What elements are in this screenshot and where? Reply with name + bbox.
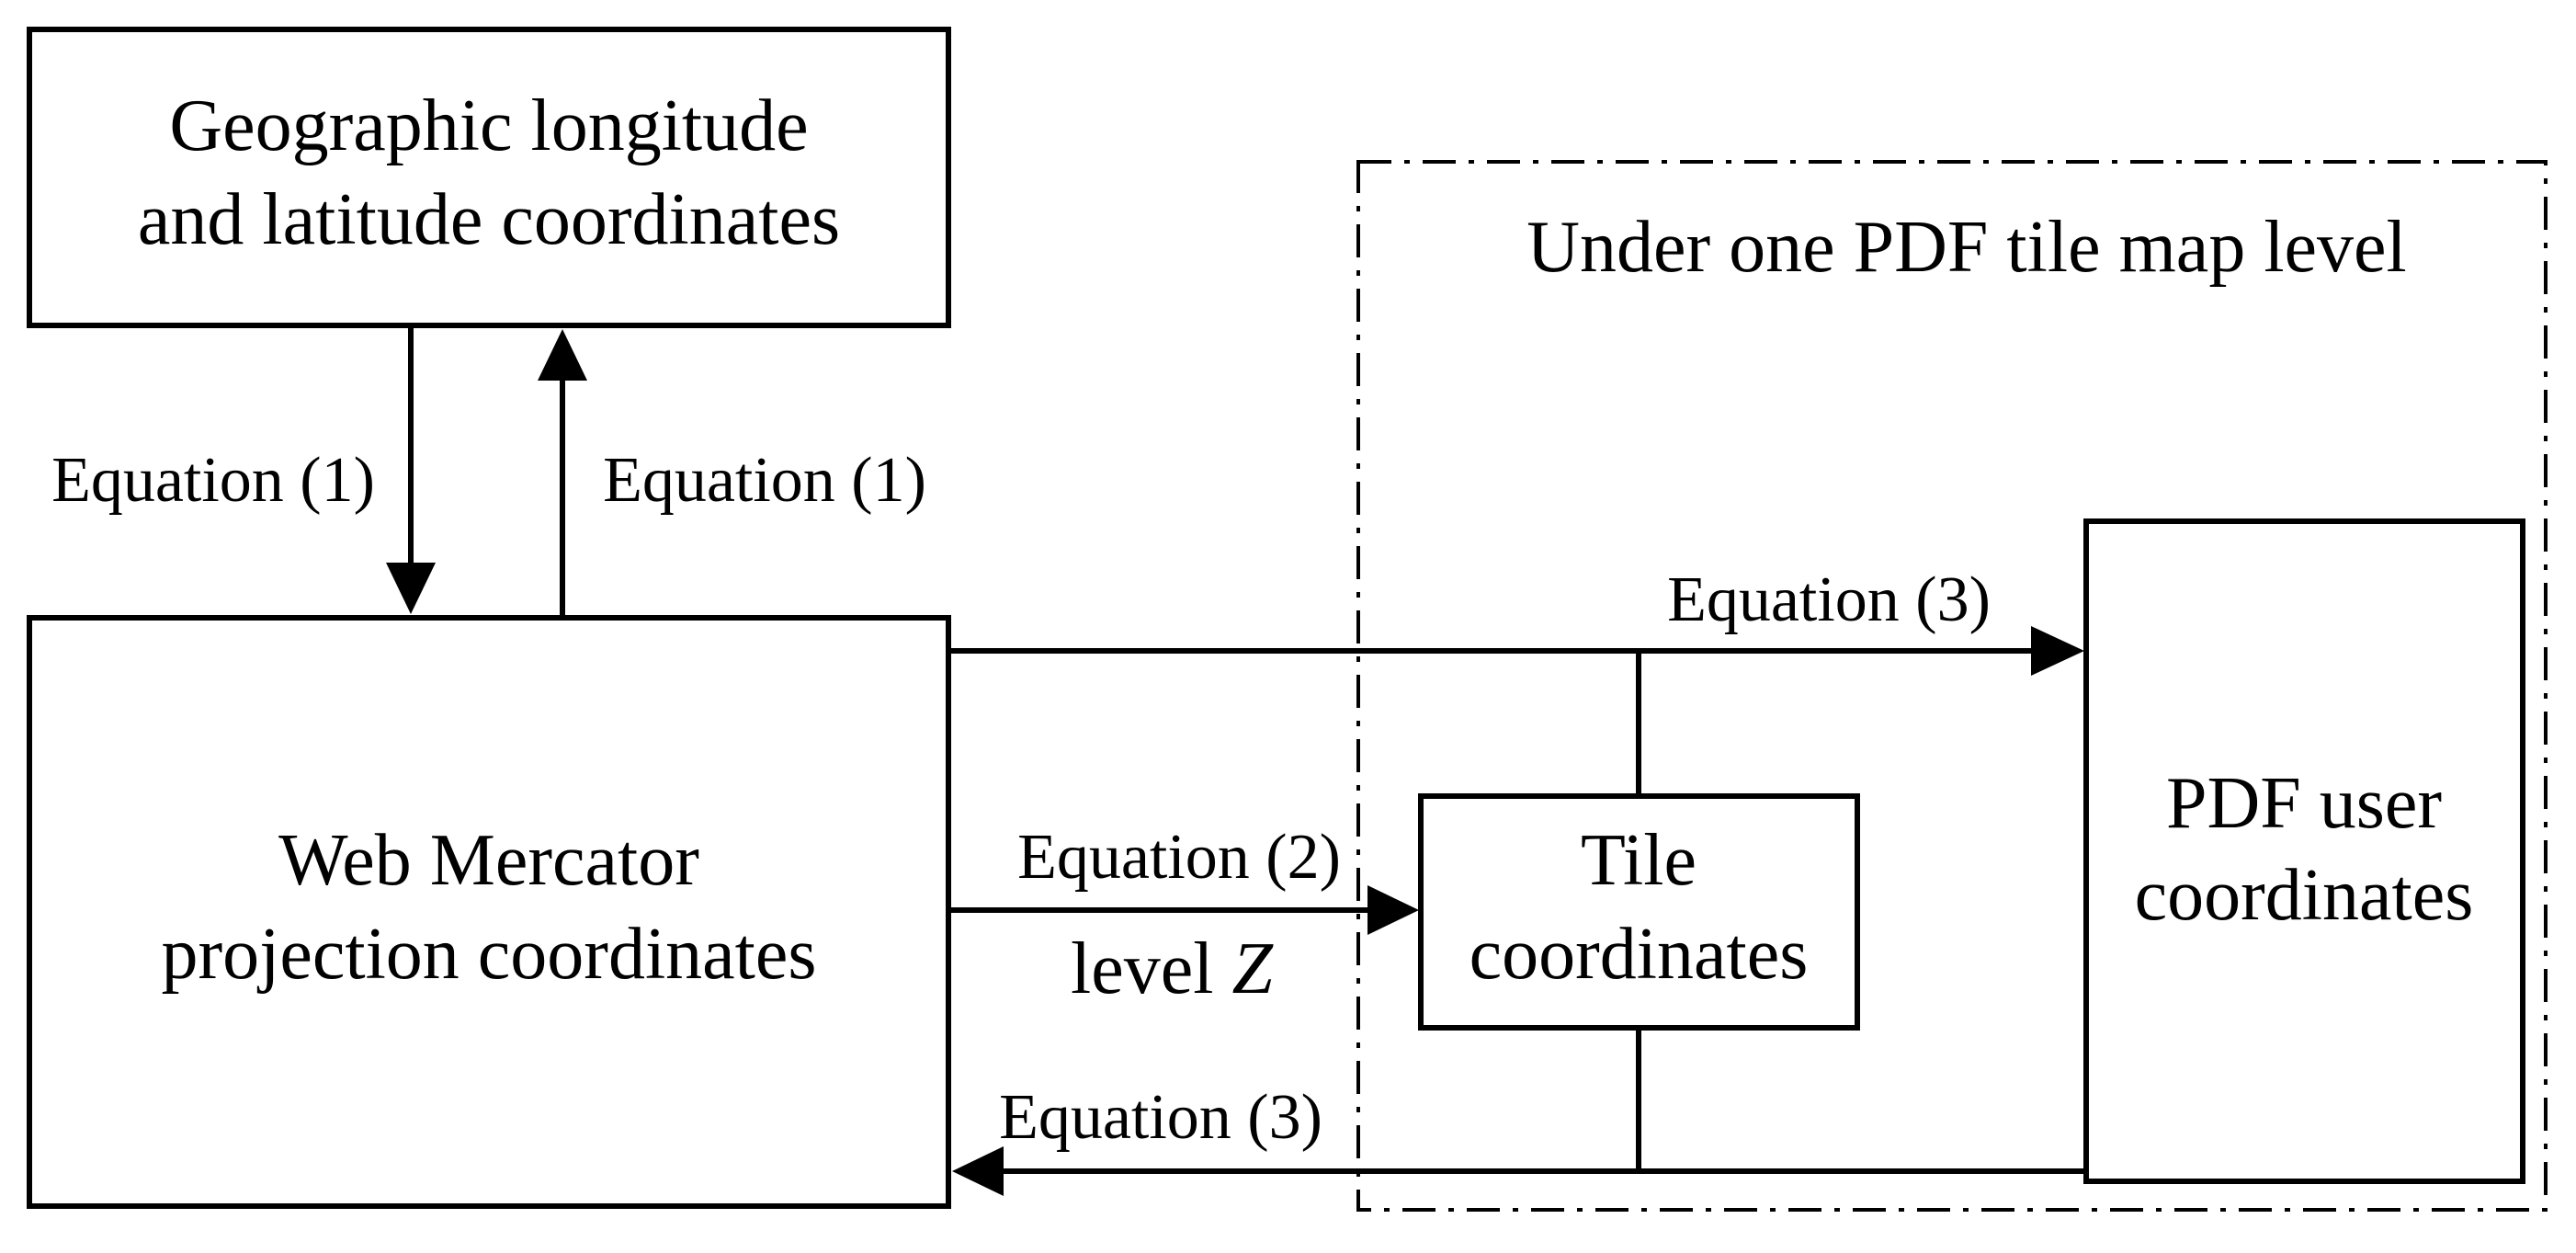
- pdf-user-coordinates-box: PDF user coordinates: [2083, 518, 2525, 1184]
- label-mercator-to-tile: Equation (2): [1017, 822, 1341, 893]
- arrow-mercator-to-geo: [538, 329, 587, 618]
- pdf-box-line1: PDF user: [2166, 763, 2442, 844]
- geographic-box-line2: and latitude coordinates: [138, 179, 840, 260]
- frame-title: Under one PDF tile map level: [1526, 207, 2407, 288]
- web-mercator-box-line1: Web Mercator: [278, 820, 699, 901]
- tile-box-line2: coordinates: [1470, 914, 1809, 995]
- tile-coordinates-box: Tile coordinates: [1418, 793, 1860, 1031]
- label-mercator-to-pdf: Equation (3): [1667, 564, 1991, 635]
- geographic-box-line1: Geographic longitude: [169, 85, 808, 166]
- pdf-tile-level-frame: [1356, 160, 2548, 1212]
- tile-box-line1: Tile: [1581, 820, 1697, 901]
- level-prefix: level: [1071, 928, 1231, 1009]
- web-mercator-box-line2: projection coordinates: [161, 914, 816, 995]
- label-geo-to-mercator: Equation (1): [51, 445, 375, 516]
- label-mercator-to-geo: Equation (1): [603, 445, 926, 516]
- level-variable: Z: [1231, 928, 1274, 1009]
- label-level-z: level Z: [1071, 928, 1274, 1009]
- geographic-coordinates-box: Geographic longitude and latitude coordi…: [27, 27, 951, 328]
- label-pdf-to-mercator: Equation (3): [999, 1082, 1322, 1153]
- arrow-pdf-to-mercator: [952, 1146, 2086, 1196]
- pdf-box-line2: coordinates: [2135, 855, 2474, 936]
- arrow-geo-to-mercator: [386, 325, 436, 614]
- arrow-mercator-to-pdf: [948, 626, 2084, 676]
- web-mercator-box: Web Mercator projection coordinates: [27, 615, 951, 1209]
- arrow-mercator-to-tile: [948, 885, 1419, 935]
